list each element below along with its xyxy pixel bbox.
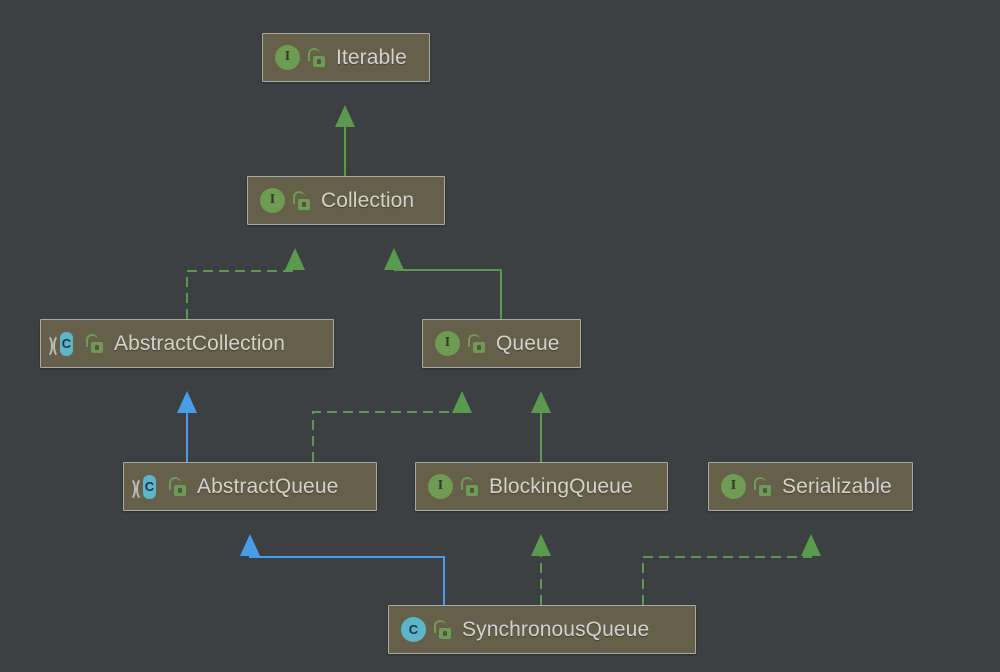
unlock-icon	[293, 191, 310, 210]
unlock-icon	[434, 620, 451, 639]
uml-node-label: Queue	[496, 331, 560, 355]
uml-node-abstract-queue[interactable]: C AbstractQueue	[123, 462, 377, 511]
uml-node-iterable[interactable]: I Iterable	[262, 33, 430, 82]
uml-arrowhead	[335, 105, 355, 127]
abstract-class-icon: C	[134, 474, 162, 501]
uml-node-label: Iterable	[336, 45, 407, 69]
interface-icon: I	[435, 330, 461, 357]
uml-node-queue[interactable]: I Queue	[422, 319, 581, 368]
interface-icon: I	[428, 473, 454, 500]
uml-arrowhead	[801, 534, 821, 556]
unlock-icon	[461, 477, 478, 496]
uml-node-label: BlockingQueue	[489, 474, 633, 498]
interface-icon: I	[721, 473, 747, 500]
uml-edge-synchronous-queue-to-serializable	[642, 534, 821, 605]
uml-node-abstract-collection[interactable]: C AbstractCollection	[40, 319, 334, 368]
class-icon: C	[401, 616, 427, 643]
interface-icon: I	[275, 44, 301, 71]
uml-edge-abstract-collection-to-collection	[186, 248, 305, 319]
uml-arrowhead	[531, 534, 551, 556]
uml-node-label: Serializable	[782, 474, 892, 498]
uml-arrowhead	[384, 248, 404, 270]
uml-node-label: AbstractQueue	[197, 474, 339, 498]
interface-icon: I	[260, 187, 286, 214]
abstract-class-icon: C	[51, 331, 79, 358]
uml-node-synchronous-queue[interactable]: C SynchronousQueue	[388, 605, 696, 654]
unlock-icon	[468, 334, 485, 353]
uml-node-blocking-queue[interactable]: I BlockingQueue	[415, 462, 668, 511]
uml-arrowhead	[531, 391, 551, 413]
uml-arrowhead	[240, 534, 260, 556]
uml-node-collection[interactable]: I Collection	[247, 176, 445, 225]
uml-node-label: AbstractCollection	[114, 331, 286, 355]
uml-arrowhead	[285, 248, 305, 270]
unlock-icon	[308, 48, 325, 67]
uml-node-label: Collection	[321, 188, 415, 212]
unlock-icon	[169, 477, 186, 496]
uml-arrowhead	[452, 391, 472, 413]
uml-edge-synchronous-queue-to-blocking-queue	[531, 534, 551, 605]
uml-edge-blocking-queue-to-queue	[531, 391, 551, 462]
uml-node-label: SynchronousQueue	[462, 617, 650, 641]
unlock-icon	[754, 477, 771, 496]
unlock-icon	[86, 334, 103, 353]
uml-edge-queue-to-collection	[384, 248, 502, 319]
uml-edge-abstract-queue-to-abstract-collection	[177, 391, 197, 462]
uml-edge-collection-to-iterable	[335, 105, 355, 176]
uml-edge-synchronous-queue-to-abstract-queue	[240, 534, 445, 605]
uml-node-serializable[interactable]: I Serializable	[708, 462, 913, 511]
uml-edge-abstract-queue-to-queue	[312, 391, 472, 462]
uml-arrowhead	[177, 391, 197, 413]
